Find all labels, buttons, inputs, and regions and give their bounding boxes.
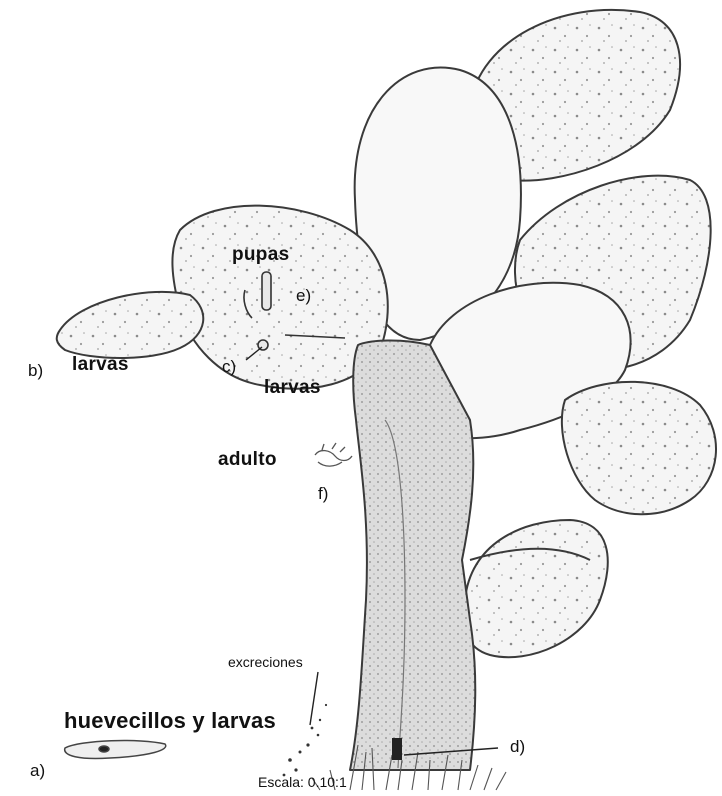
pointer-excreciones: [310, 672, 318, 725]
trunk: [350, 340, 475, 770]
label-a: a): [30, 762, 45, 779]
label-excreciones: excreciones: [228, 655, 303, 669]
label-adulto: adulto: [218, 450, 277, 469]
label-b: b): [28, 362, 43, 379]
label-pupas: pupas: [232, 245, 289, 264]
label-f: f): [318, 485, 328, 502]
pad-lower-right: [463, 520, 608, 657]
adult-insect: [315, 443, 352, 466]
label-larvas-left: larvas: [72, 355, 129, 374]
label-larvas-center: larvas: [264, 378, 321, 397]
label-c: c): [222, 358, 236, 375]
pad-far-right: [562, 382, 716, 514]
label-e: e): [296, 287, 311, 304]
pupa-mark-1: [262, 272, 271, 310]
egg-cluster: [65, 741, 166, 759]
gallery-mark-d: [392, 738, 402, 760]
label-d: d): [510, 738, 525, 755]
label-scale: Escala: 0.10:1: [258, 775, 347, 789]
pad-far-left: [57, 292, 204, 358]
label-huevecillos: huevecillos y larvas: [64, 710, 276, 732]
excretion-speckles: [283, 704, 328, 776]
